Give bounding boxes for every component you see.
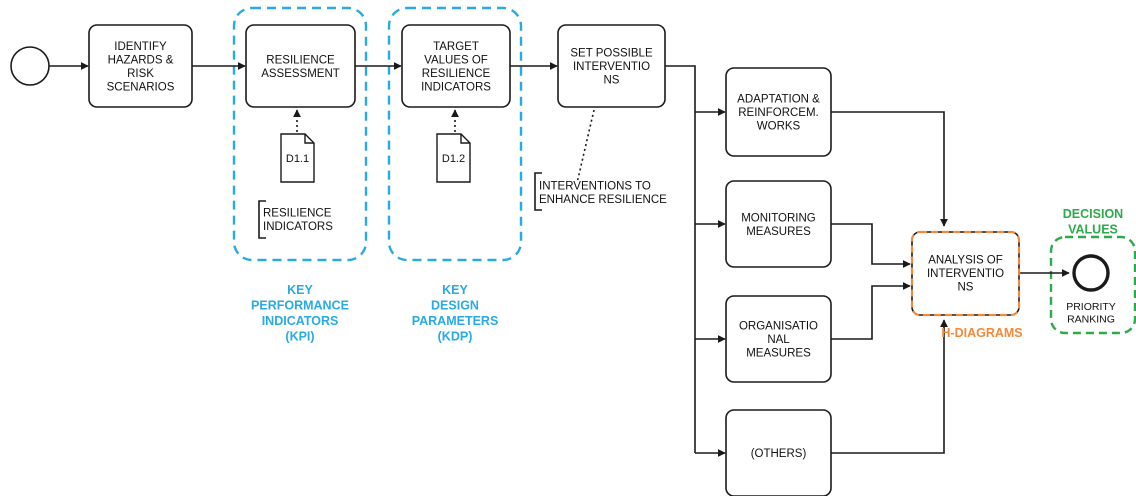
others-label: (OTHERS) bbox=[751, 448, 807, 460]
monitoring-measures-box bbox=[725, 180, 832, 268]
edge-others-analysis bbox=[831, 319, 948, 454]
document-d12-icon bbox=[436, 133, 471, 183]
end-event bbox=[1072, 254, 1110, 292]
set-interventions-box bbox=[557, 24, 666, 108]
document-d12-label: D1.2 bbox=[442, 153, 465, 165]
assoc-setint-annotation bbox=[576, 109, 595, 184]
resilience-assessment-box bbox=[245, 24, 356, 108]
document-d11-icon bbox=[280, 133, 315, 183]
document-d12-fold bbox=[460, 134, 470, 144]
document-d11-label: D1.1 bbox=[286, 153, 309, 165]
organisational-measures-box bbox=[725, 295, 832, 383]
interventions-annotation-bracket bbox=[534, 172, 542, 211]
kpi-group-frame bbox=[232, 6, 368, 262]
document-d11-fold bbox=[304, 134, 314, 144]
adaptation-works-box bbox=[725, 67, 832, 157]
decision-values-group-frame bbox=[1049, 235, 1136, 335]
h-diagrams-caption: H-DIAGRAMS bbox=[941, 326, 1022, 340]
resilience-indicators-bracket bbox=[258, 200, 266, 239]
adaptation-works-label: ADAPTATION &REINFORCEM.WORKS bbox=[737, 94, 820, 133]
edge-setint-trunk bbox=[665, 65, 696, 453]
h-diagrams-frame bbox=[910, 230, 1021, 317]
edge-adaptation-analysis bbox=[831, 111, 948, 227]
edge-monitoring-analysis bbox=[831, 223, 911, 268]
identify-hazards-box bbox=[88, 24, 193, 108]
edge-organisational-analysis bbox=[831, 282, 911, 340]
kdp-group-frame bbox=[387, 6, 523, 262]
start-event bbox=[10, 46, 50, 86]
target-values-box bbox=[401, 24, 511, 108]
others-box bbox=[725, 409, 832, 496]
